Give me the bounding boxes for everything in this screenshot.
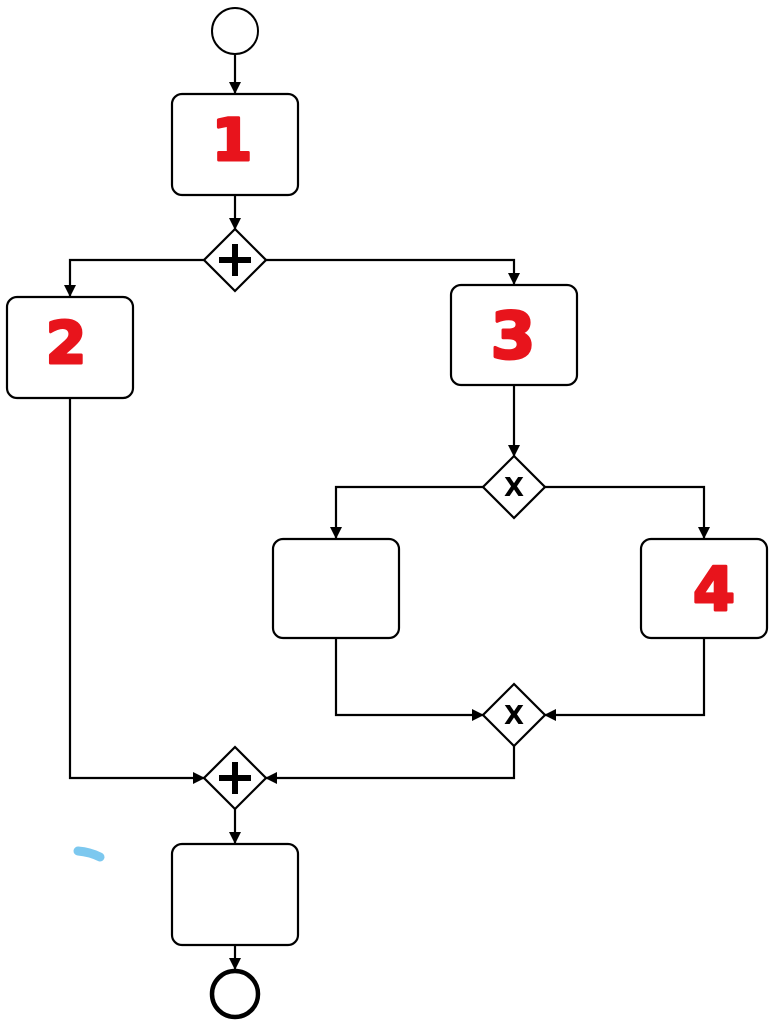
task-final[interactable] (170, 842, 300, 947)
flow-exclusive-join-to-parallel-join (265, 745, 516, 784)
flow-exclusive-split-to-task-4 (544, 485, 710, 539)
start-event-circle-icon[interactable] (211, 7, 259, 55)
exclusive-join-gateway[interactable]: X (481, 682, 547, 748)
flow-exclusive-split-to-blank-task (330, 485, 484, 539)
flow-task-4-to-exclusive-join (544, 638, 706, 721)
task-2[interactable]: 2 (5, 295, 135, 400)
x-icon: X (504, 701, 524, 731)
plus-icon (219, 244, 251, 276)
task-1[interactable]: 1 (170, 92, 300, 197)
sequence-flows (64, 55, 710, 970)
task-1-label: 1 (212, 106, 252, 174)
end-event-bold-circle-icon[interactable] (209, 968, 261, 1020)
flow-task-2-to-parallel-join (68, 398, 205, 784)
parallel-split-gateway[interactable] (202, 227, 268, 293)
plus-icon (219, 762, 251, 794)
stray-blue-mark (73, 846, 105, 862)
exclusive-split-gateway[interactable]: X (481, 454, 547, 520)
flow-parallel-split-to-task-3 (265, 258, 520, 285)
task-3-label: 3 (491, 300, 536, 374)
x-icon: X (504, 473, 524, 503)
task-4[interactable]: 4 (639, 537, 769, 640)
task-2-label: 2 (46, 309, 86, 377)
task-3[interactable]: 3 (449, 283, 579, 387)
task-blank-left[interactable] (271, 537, 401, 640)
parallel-join-gateway[interactable] (202, 745, 268, 811)
flow-blank-task-to-exclusive-join (334, 638, 484, 721)
task-4-label: 4 (693, 555, 735, 625)
flow-parallel-split-to-task-2 (64, 258, 205, 297)
